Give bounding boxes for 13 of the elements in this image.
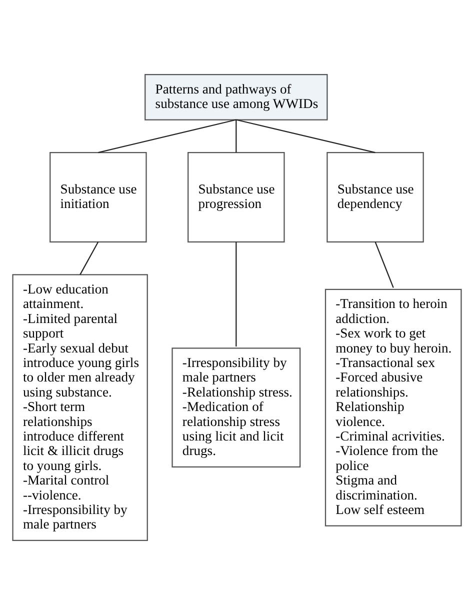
node-box: -Low education attainment. -Limited parental support -Early sexual debut introduce young girls to older men already using substance. -Short term relationships introduce different licit & illicit drugs to young girls. -Marital control --violence. -Irresponsibility by male partners	[12, 274, 148, 541]
connector	[374, 241, 394, 288]
connector	[80, 241, 99, 274]
node-box: Substance use initiation	[50, 152, 147, 242]
node-box: Substance use progression	[188, 152, 285, 242]
connector	[236, 118, 376, 153]
node-box: Substance use dependency	[326, 152, 424, 242]
node-box: -Transition to heroin addiction. -Sex work to get money to buy heroin. -Transactional sex -Forced abusive relationships. Relationship violence. -Criminal acrivities. -Violence from the police Stigma and discrimination. Low self esteem	[324, 288, 462, 526]
connector	[98, 118, 236, 153]
connector	[236, 119, 237, 152]
node-box: Patterns and pathways of substance use among WWIDs	[144, 73, 328, 120]
node-box: -Irresponsibility by male partners -Relationship stress. -Medication of relationship stress using licit and licit drugs.	[172, 347, 301, 468]
connector	[236, 241, 237, 346]
